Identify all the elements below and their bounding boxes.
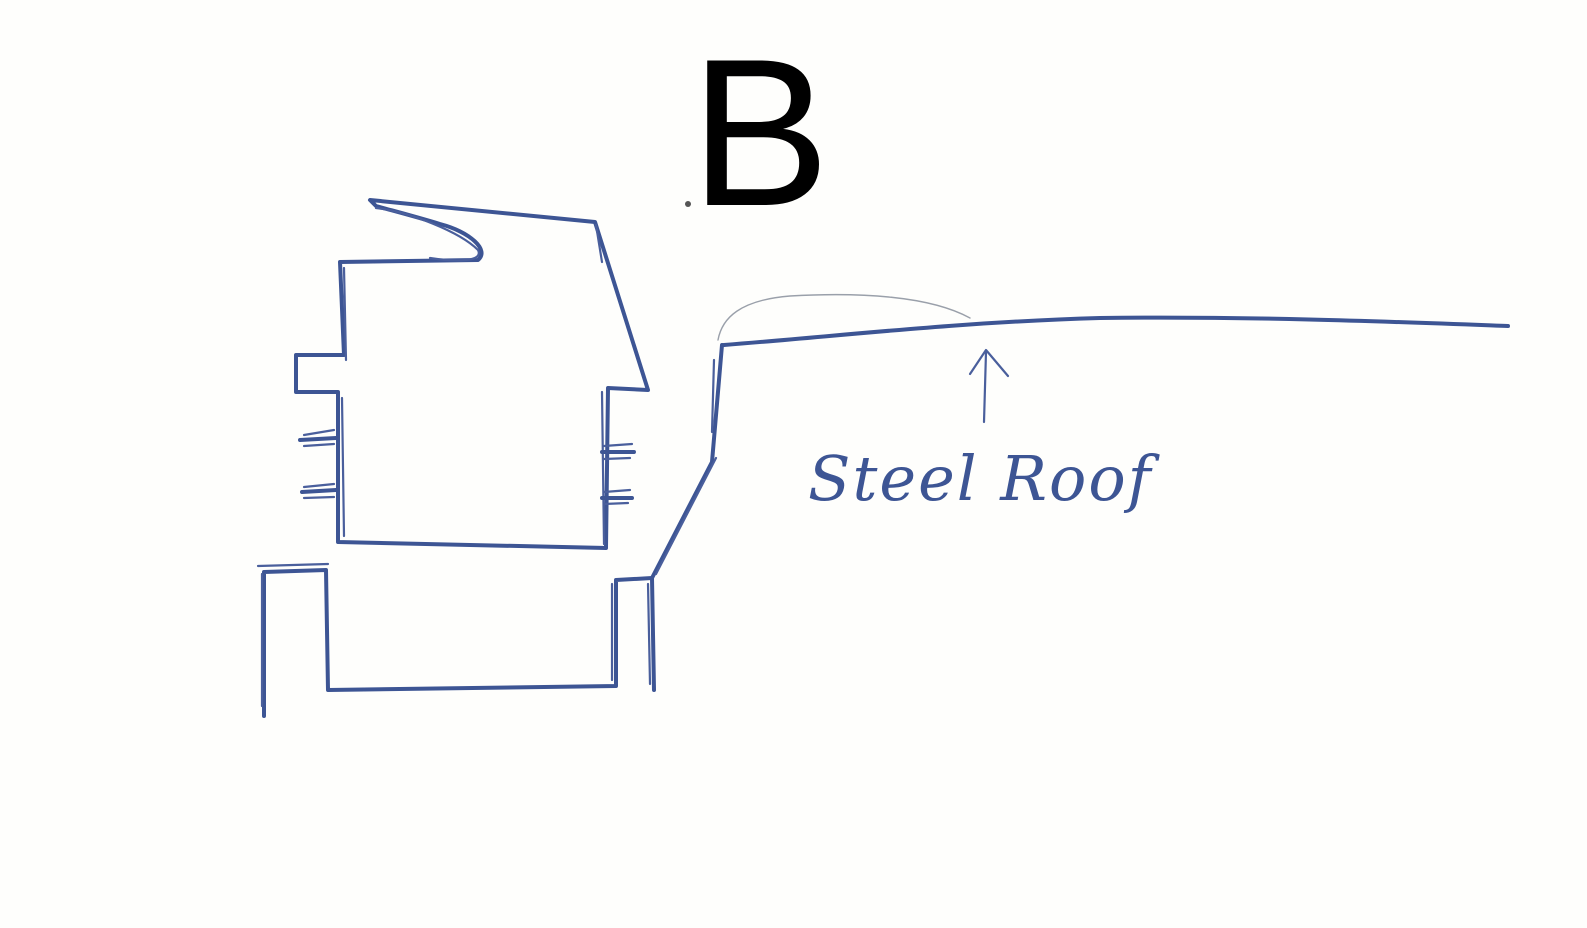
upper-building-outline [294,198,650,550]
diagram-title: B [690,15,831,250]
connecting-wall [650,343,724,580]
ink-speck [685,201,691,207]
lower-building-outline [256,562,656,718]
roof-pointer-arrow-icon [968,348,1010,424]
steel-roof-label: Steel Roof [808,442,1153,515]
building-side-details [298,428,636,506]
steel-roof-line [717,293,1510,347]
